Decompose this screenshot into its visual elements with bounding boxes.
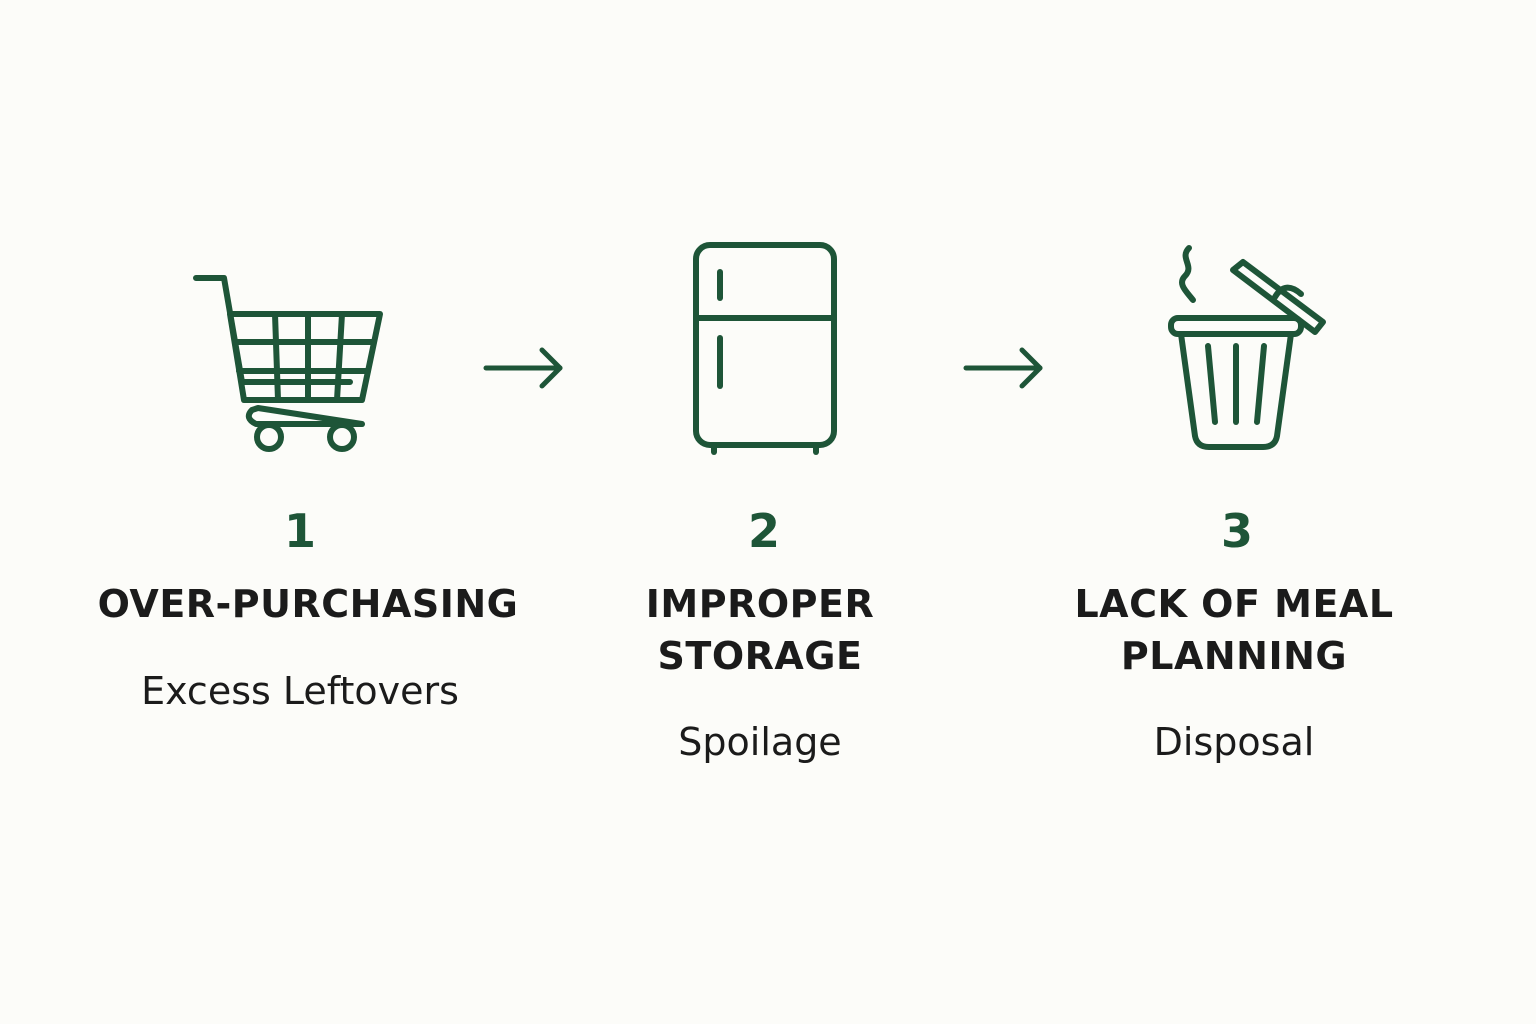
- step-description: Spoilage: [678, 720, 842, 764]
- right-arrow-icon: [960, 343, 1050, 397]
- refrigerator-icon: [690, 240, 842, 458]
- step-title: IMPROPER STORAGE: [520, 578, 1000, 682]
- step-title-line: OVER-PURCHASING: [97, 582, 519, 626]
- step-title-line: IMPROPER: [645, 582, 875, 626]
- step-title: LACK OF MEAL PLANNING: [994, 578, 1474, 682]
- step-number: 1: [283, 504, 316, 558]
- step-number: 3: [1220, 504, 1253, 558]
- step-number: 2: [747, 504, 780, 558]
- step-description: Excess Leftovers: [141, 669, 459, 713]
- step-title: OVER-PURCHASING: [68, 578, 548, 630]
- step-title-line: PLANNING: [1120, 634, 1348, 678]
- shopping-cart-icon: [190, 272, 390, 457]
- trash-can-icon: [1165, 242, 1330, 457]
- step-description: Disposal: [1153, 720, 1315, 764]
- step-title-line: LACK OF MEAL: [1074, 582, 1394, 626]
- step-title-line: STORAGE: [657, 634, 863, 678]
- right-arrow-icon: [480, 343, 570, 397]
